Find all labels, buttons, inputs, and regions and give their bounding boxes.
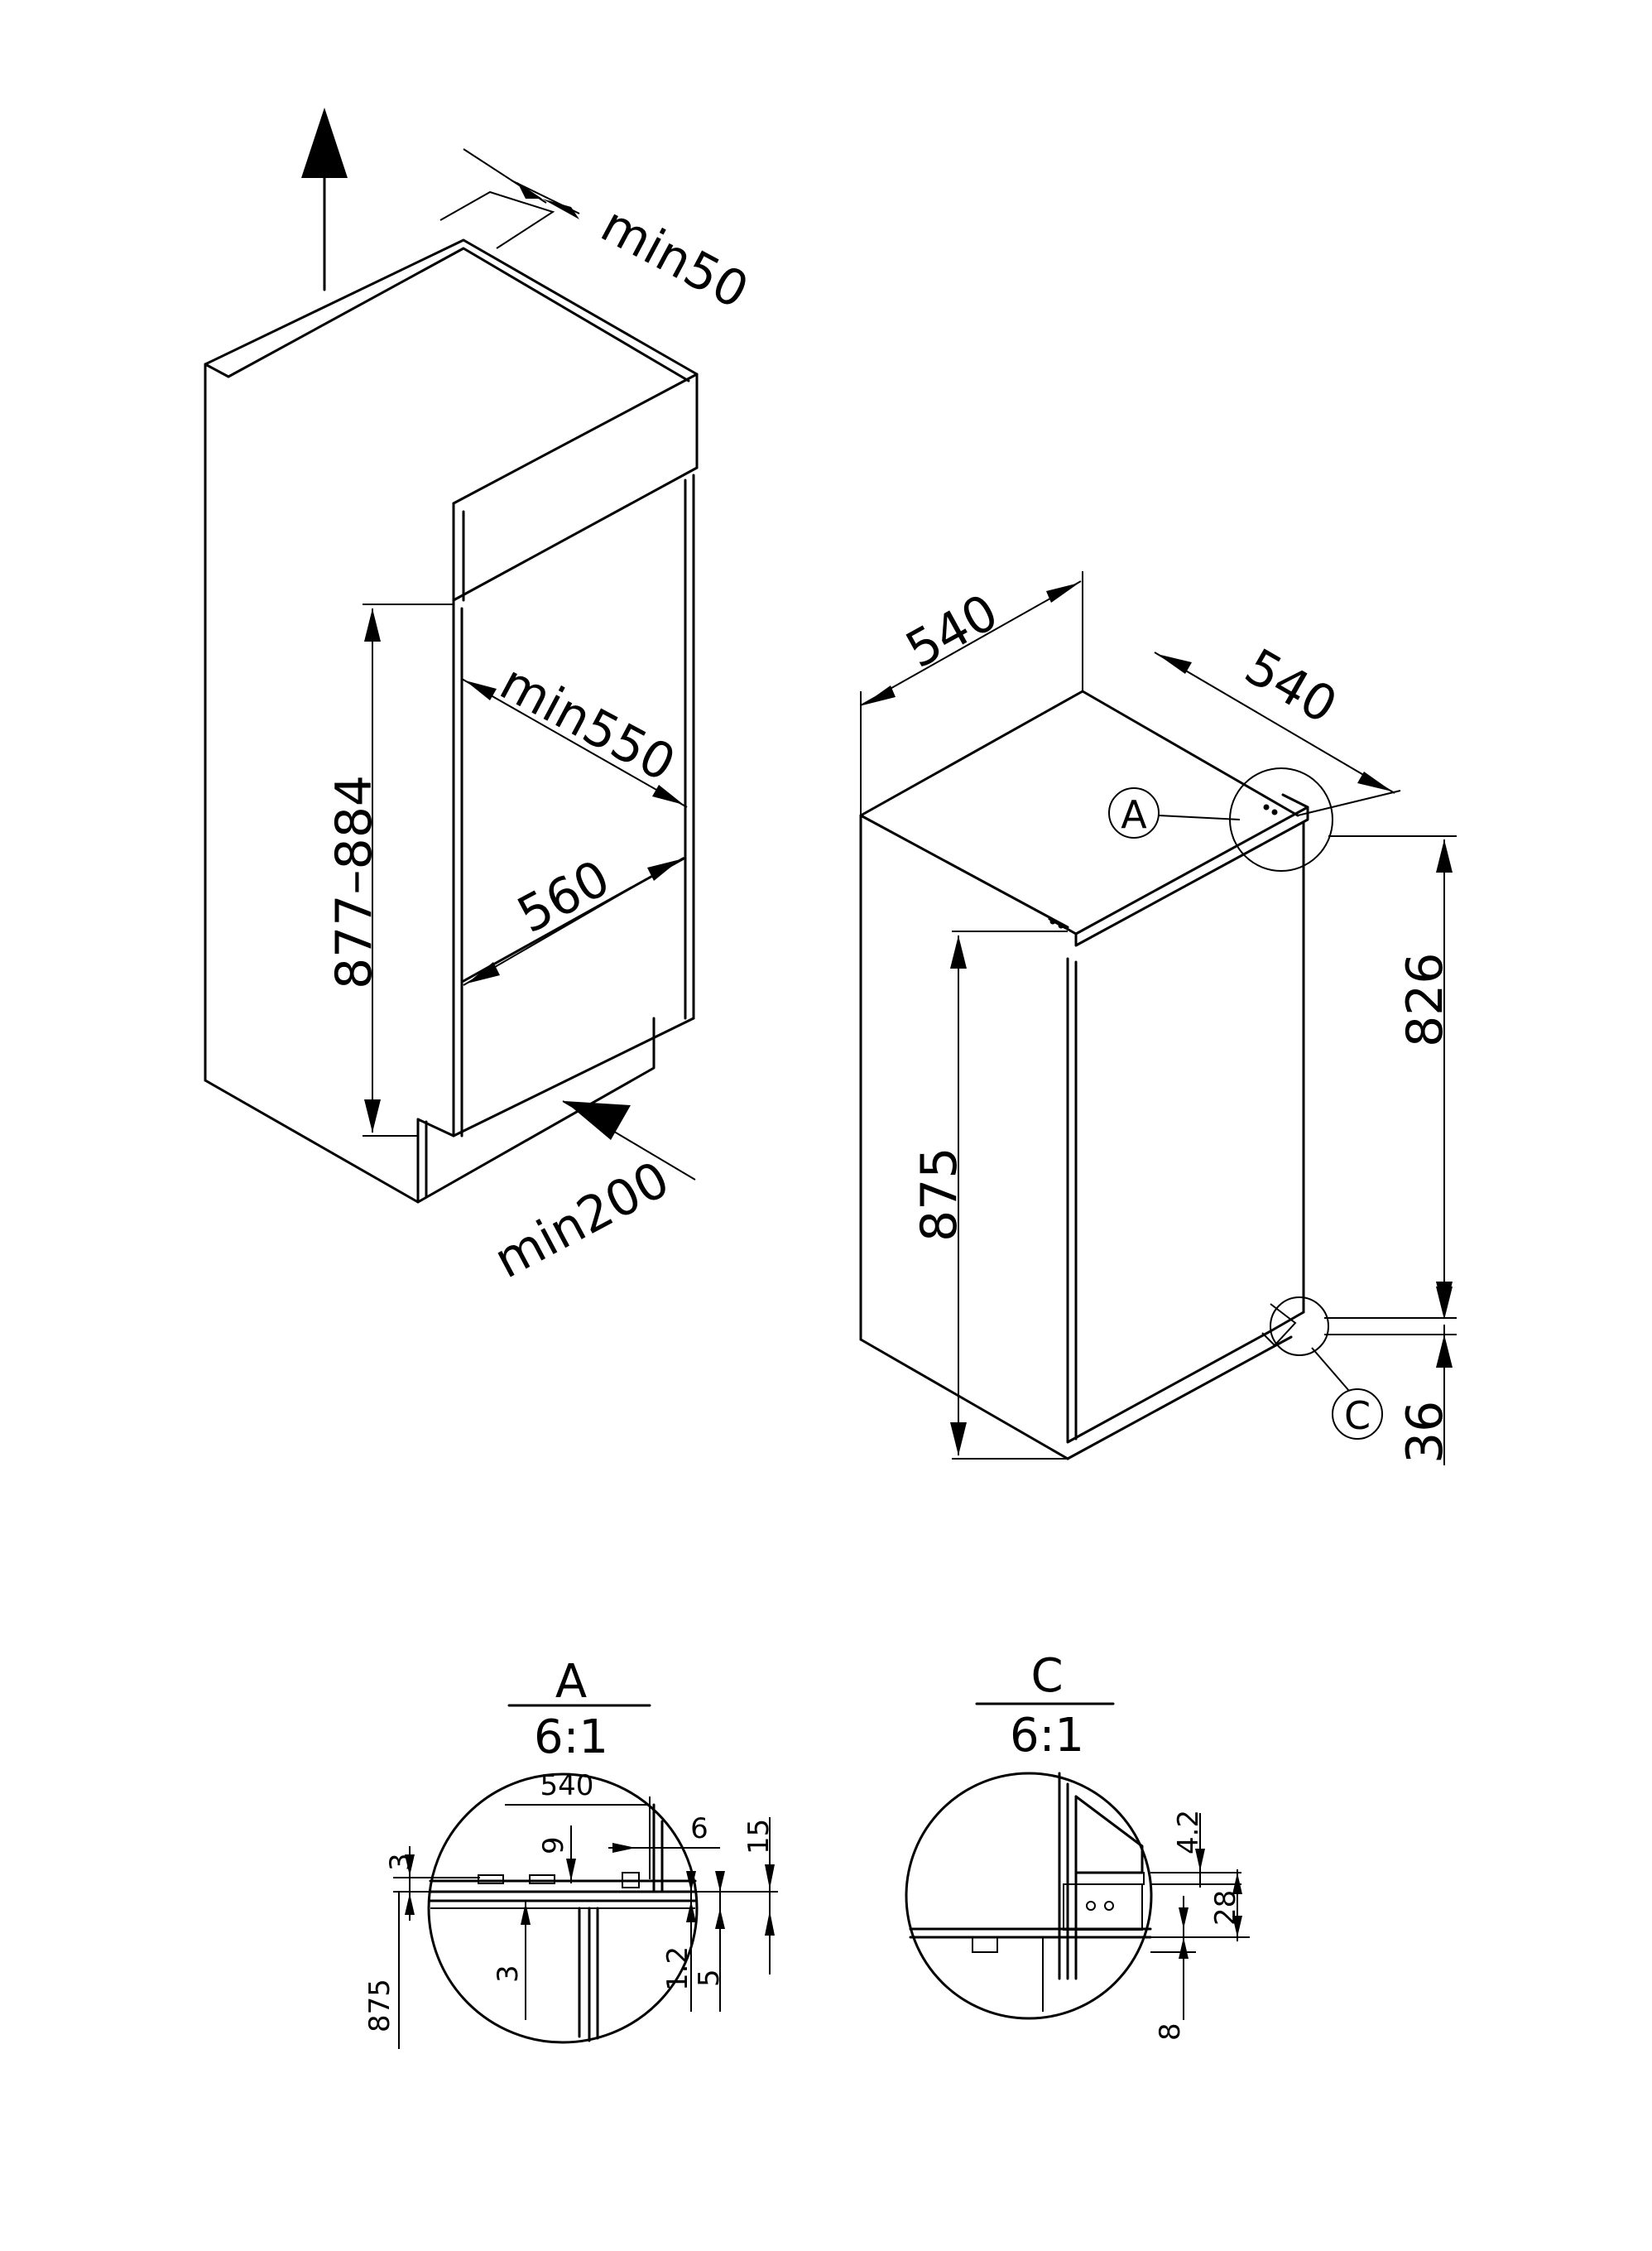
top-clearance-dimension: min50 <box>439 148 757 320</box>
detail-a-dim-5: 5 <box>693 1969 726 1987</box>
detail-c-dim-8: 8 <box>1154 2023 1187 2041</box>
detail-a-scale: 6:1 <box>534 1710 608 1764</box>
niche-height-label: 877–884 <box>325 775 383 989</box>
detail-a-dim-1-2: 1.2 <box>661 1946 694 1991</box>
width-label: 560 <box>508 849 619 945</box>
detail-c-geometry <box>909 1772 1152 2012</box>
appliance-view: 540 540 A C <box>859 571 1457 1465</box>
depth-label: 540 <box>896 583 1007 680</box>
niche-height-dimension: 877–884 <box>325 604 454 1137</box>
callout-a-label: A <box>1121 792 1147 837</box>
detail-a: A 6:1 540 6 15 <box>363 1655 778 2049</box>
width-dimension-right: 540 <box>1154 637 1401 816</box>
appliance-outline <box>859 690 1309 1460</box>
detail-a-label: A <box>555 1655 587 1709</box>
plinth-dimension: 36 <box>1324 1287 1457 1465</box>
bottom-clearance-dimension: min200 <box>485 1100 696 1291</box>
detail-a-dim-3-bottom: 3 <box>492 1965 525 1983</box>
door-height-label: 826 <box>1396 952 1454 1047</box>
callout-c: C <box>1261 1296 1383 1440</box>
detail-a-dim-9: 9 <box>537 1836 570 1854</box>
callout-a: A <box>1108 767 1333 872</box>
detail-c-scale: 6:1 <box>1010 1709 1084 1763</box>
cabinet-outline <box>204 238 699 1204</box>
detail-a-dim-540: 540 <box>540 1769 594 1802</box>
detail-a-geometry <box>429 1803 697 2042</box>
airflow-in-arrow-icon <box>564 1101 631 1140</box>
top-clearance-label: min50 <box>592 195 757 320</box>
height-dimension: 875 <box>910 931 1068 1460</box>
airflow-up-arrow-icon <box>301 108 348 291</box>
detail-c-dim-28: 28 <box>1209 1890 1242 1926</box>
bottom-clearance-label: min200 <box>485 1151 679 1291</box>
depth-clearance-label: min550 <box>491 653 684 793</box>
detail-c: C 6:1 4.2 28 <box>905 1649 1250 2041</box>
callout-c-label: C <box>1344 1393 1371 1438</box>
detail-a-dim-875: 875 <box>363 1979 396 2032</box>
detail-a-dim-6: 6 <box>690 1812 708 1845</box>
detail-c-dim-4-2: 4.2 <box>1172 1810 1205 1854</box>
height-label: 875 <box>910 1147 968 1242</box>
door-height-dimension: 826 <box>1324 835 1457 1319</box>
depth-dimension: 540 <box>860 571 1083 815</box>
detail-a-dim-3-top: 3 <box>384 1853 417 1871</box>
depth-clearance-dimension: min550 <box>461 653 688 808</box>
detail-c-label: C <box>1030 1649 1063 1703</box>
width-label-right: 540 <box>1236 637 1347 735</box>
installation-view: min50 min550 560 877–884 <box>204 108 757 1291</box>
width-dimension: 560 <box>463 849 684 986</box>
plinth-label: 36 <box>1396 1401 1454 1464</box>
detail-a-dim-15: 15 <box>742 1819 776 1854</box>
